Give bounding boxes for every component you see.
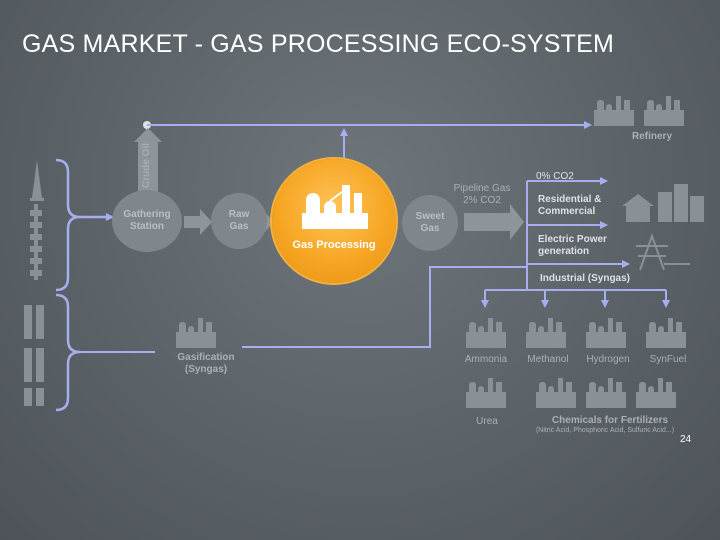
crude-oil-label: Crude Oil xyxy=(141,142,152,188)
raw-gas-node[interactable]: Raw Gas xyxy=(211,193,267,249)
electric-power-label: Electric Power generation xyxy=(538,234,607,257)
gas-processing-label: Gas Processing xyxy=(292,239,376,251)
power-tower-icon xyxy=(636,232,690,271)
product-synfuel: SynFuel xyxy=(649,354,687,365)
city-buildings-icon xyxy=(658,184,704,222)
product-ammonia: Ammonia xyxy=(464,354,508,365)
product-chemicals: Chemicals for Fertilizers xyxy=(551,415,669,426)
sweet-gas-label: Sweet Gas xyxy=(415,211,445,234)
product-hydrogen: Hydrogen xyxy=(586,354,630,365)
product-urea: Urea xyxy=(476,416,498,427)
sweet-gas-node[interactable]: Sweet Gas xyxy=(402,195,458,251)
refinery-label: Refinery xyxy=(632,131,673,142)
upper-brace xyxy=(55,158,81,292)
pipeline-co2-label: 2% CO2 xyxy=(463,195,501,206)
storage-tanks-icon xyxy=(24,305,44,406)
house-icon xyxy=(622,194,654,222)
product-chemicals-sub: (Nitric Acid, Phosphoric Acid, Sulfuric … xyxy=(535,427,675,434)
page-number: 24 xyxy=(680,434,692,445)
slide-title: GAS MARKET - GAS PROCESSING ECO-SYSTEM xyxy=(22,30,614,58)
pipeline-gas-label: Pipeline Gas xyxy=(453,183,511,194)
gasification-text: Gasification (Syngas) xyxy=(177,352,235,375)
gas-wells-icon xyxy=(30,204,42,280)
raw-gas-label: Raw Gas xyxy=(228,209,250,232)
oil-well-icon xyxy=(30,160,44,201)
product-methanol: Methanol xyxy=(527,354,569,365)
residential-label: Residential & Commercial xyxy=(538,194,602,217)
factory-icon xyxy=(176,318,216,348)
gathering-station-label: Gathering Station xyxy=(123,209,171,232)
co2-zero-label: 0% CO2 xyxy=(536,171,574,182)
gas-processing-icon xyxy=(302,185,368,229)
refinery-icon xyxy=(594,96,684,126)
lower-brace xyxy=(55,293,81,412)
gas-processing-node[interactable]: Gas Processing xyxy=(272,159,396,283)
gathering-station-node[interactable]: Gathering Station xyxy=(112,190,182,252)
gasification-label: Gasification (Syngas) xyxy=(176,352,236,376)
industrial-label: Industrial (Syngas) xyxy=(540,273,631,284)
